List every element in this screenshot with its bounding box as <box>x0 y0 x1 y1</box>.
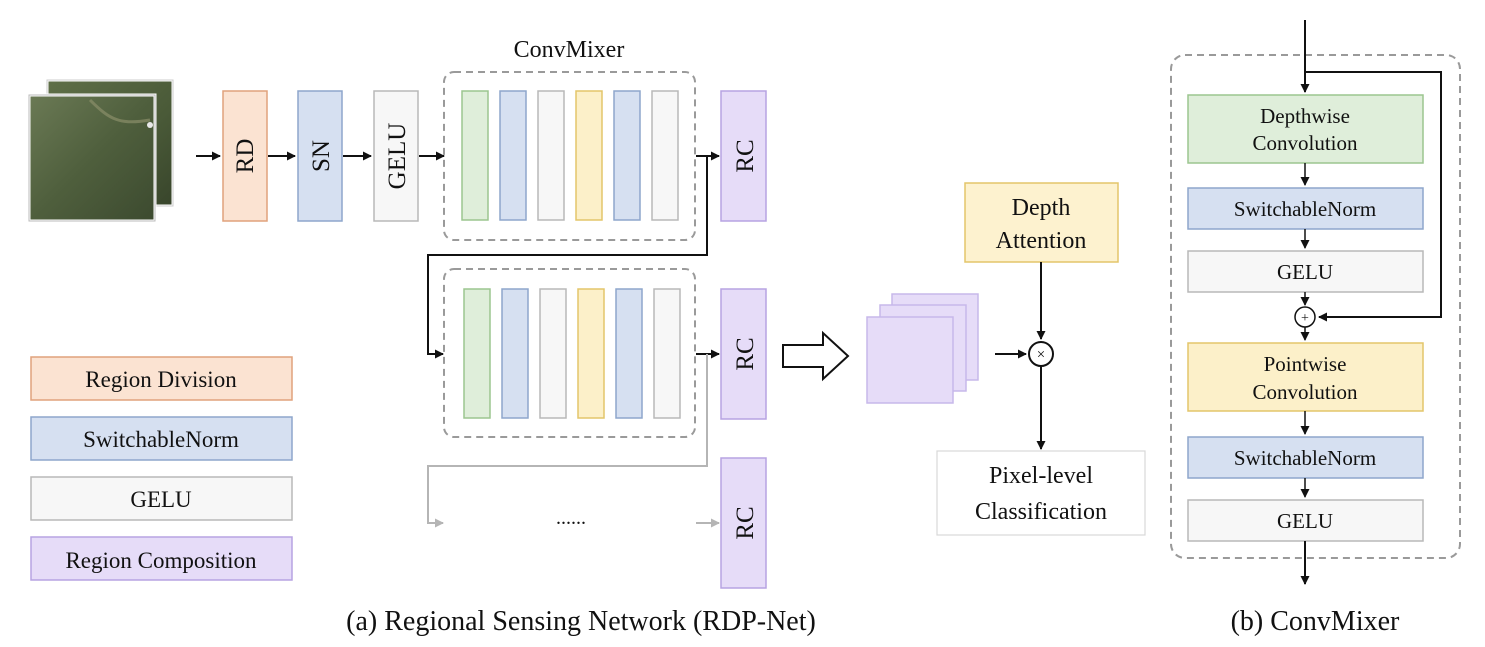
feature-maps <box>866 293 979 404</box>
convmixer-1-gelu2 <box>651 90 679 221</box>
gelu-label: GELU <box>384 123 411 190</box>
legend-label-switchable-norm: SwitchableNorm <box>83 427 239 452</box>
convmixer-2-gelu2 <box>653 288 681 419</box>
classification-block: Pixel-level Classification <box>936 450 1146 536</box>
gelu2-label: GELU <box>1277 509 1333 533</box>
legend-label-gelu: GELU <box>130 487 192 512</box>
add-symbol: + <box>1301 311 1309 326</box>
convmixer-2-norm2 <box>615 288 643 419</box>
legend-label-region-composition: Region Composition <box>65 548 257 573</box>
rc-block-3: RC <box>720 457 767 589</box>
switchable-norm-block-1: SwitchableNorm <box>1187 187 1424 230</box>
gelu-block-2: GELU <box>1187 499 1424 542</box>
legend-swatch-region-division <box>30 356 293 401</box>
caption-a: (a) Regional Sensing Network (RDP-Net) <box>346 606 816 637</box>
legend-swatch-gelu <box>30 476 293 521</box>
depth-attention-line2: Attention <box>996 228 1087 254</box>
multiply-icon: × <box>1028 341 1054 367</box>
input-satellite-images <box>27 78 175 223</box>
rd-block: RD <box>222 90 268 222</box>
sn-label: SN <box>308 140 335 172</box>
rc-block-2: RC <box>720 288 767 420</box>
add-icon: + <box>1294 306 1316 328</box>
convmixer-1-norm <box>499 90 527 221</box>
depth-attention-line1: Depth <box>1012 195 1071 221</box>
gelu1-label: GELU <box>1277 260 1333 284</box>
caption-b: (b) ConvMixer <box>1231 606 1400 637</box>
rc-label-3: RC <box>732 506 759 539</box>
residual-connection <box>1305 71 1442 322</box>
depth-attention-block: Depth Attention <box>964 182 1119 263</box>
pointwise-line2: Convolution <box>1252 380 1358 404</box>
classification-line1: Pixel-level <box>989 463 1093 489</box>
rd-label: RD <box>232 139 259 174</box>
convmixer-1-pointwise <box>575 90 603 221</box>
panel-a: RD SN GELU ConvMixer RC <box>27 37 1146 637</box>
norm2-label: SwitchableNorm <box>1234 446 1376 470</box>
convmixer-2-norm <box>501 288 529 419</box>
legend-label-region-division: Region Division <box>85 367 237 392</box>
convmixer-2-gelu <box>539 288 567 419</box>
convmixer-2-depthwise <box>463 288 491 419</box>
rc-label-1: RC <box>732 139 759 172</box>
convmixer-group-2 <box>443 268 696 438</box>
pointwise-conv-block: Pointwise Convolution <box>1187 342 1424 412</box>
rc-block-1: RC <box>720 90 767 222</box>
sn-block: SN <box>297 90 343 222</box>
classification-line2: Classification <box>975 499 1107 525</box>
depthwise-conv-block: Depthwise Convolution <box>1187 94 1424 164</box>
convmixer-title: ConvMixer <box>514 37 625 63</box>
gelu-block: GELU <box>373 90 419 222</box>
convmixer-1-norm2 <box>613 90 641 221</box>
multiply-symbol: × <box>1037 347 1045 363</box>
depthwise-line1: Depthwise <box>1260 104 1350 128</box>
convmixer-detail-frame <box>1170 54 1461 559</box>
convmixer-1-gelu <box>537 90 565 221</box>
arrow-row1-row2 <box>427 156 708 359</box>
legend: Region Division SwitchableNorm GELU Regi… <box>30 356 293 581</box>
pointwise-line1: Pointwise <box>1264 352 1347 376</box>
norm1-label: SwitchableNorm <box>1234 197 1376 221</box>
rc-label-2: RC <box>732 337 759 370</box>
convmixer-2-pointwise <box>577 288 605 419</box>
depthwise-line2: Convolution <box>1252 131 1358 155</box>
ellipsis: ...... <box>556 507 586 529</box>
panel-b: Depthwise Convolution SwitchableNorm GEL… <box>1170 20 1461 637</box>
arrow-row2-row3 <box>427 354 708 528</box>
gelu-block-1: GELU <box>1187 250 1424 293</box>
legend-swatch-region-composition <box>30 536 293 581</box>
legend-swatch-switchable-norm <box>30 416 293 461</box>
convmixer-1-depthwise <box>461 90 489 221</box>
switchable-norm-block-2: SwitchableNorm <box>1187 436 1424 479</box>
convmixer-group-1 <box>443 71 696 241</box>
hollow-arrow-icon <box>782 330 850 382</box>
